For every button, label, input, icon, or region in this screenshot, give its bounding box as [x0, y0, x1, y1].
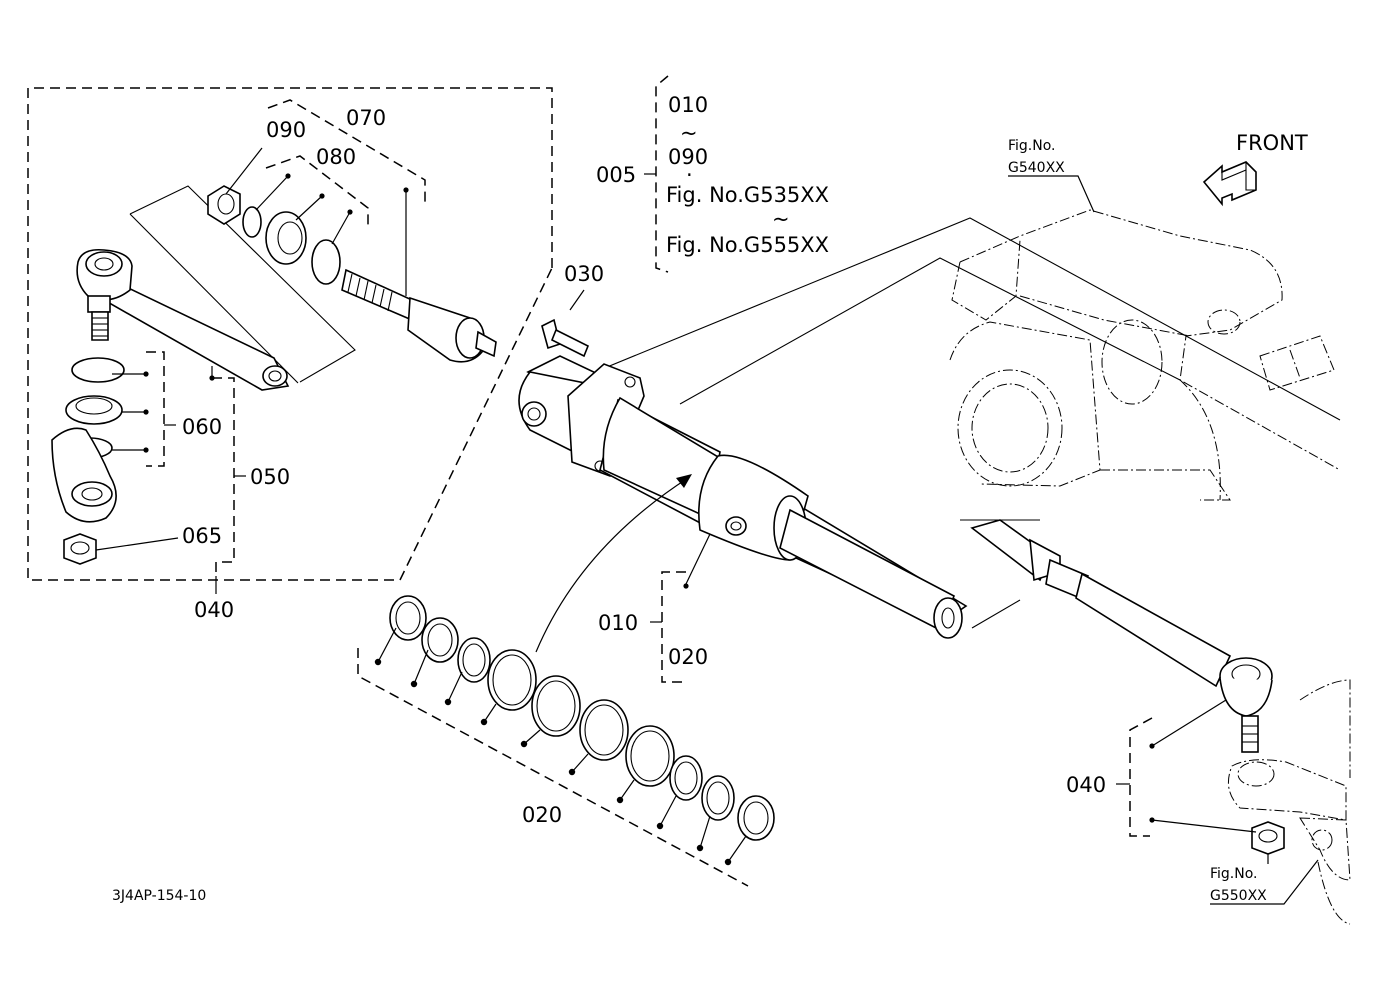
label-005: 005 — [596, 163, 636, 187]
snap-ring-060 — [71, 357, 125, 383]
inner-tie-rod-070 — [341, 268, 497, 363]
label-090-range: 090 — [668, 145, 708, 169]
seal-kit-020 — [389, 595, 775, 841]
axle-housing-ref — [949, 209, 1341, 501]
nut-040-right — [1251, 821, 1285, 855]
front-arrow-icon — [1202, 161, 1257, 207]
tilde-1: ~ — [680, 121, 698, 145]
snap-ring-b — [311, 239, 341, 285]
label-010-range: 010 — [668, 93, 708, 117]
label-070: 070 — [346, 106, 386, 130]
snap-ring-a — [242, 206, 262, 238]
label-fig-g540-line2: G540XX — [1008, 160, 1065, 176]
steering-arm-ref — [1227, 679, 1351, 925]
label-fig-g540-line1: Fig.No. — [1008, 138, 1056, 154]
label-020-right: 020 — [668, 645, 708, 669]
drawing-id: 3J4AP-154-10 — [112, 888, 206, 904]
label-065: 065 — [182, 524, 222, 548]
bracket-080 — [265, 155, 369, 228]
bolt-030 — [541, 318, 590, 358]
label-fig-g550-line1: Fig.No. — [1210, 866, 1258, 882]
label-040-right: 040 — [1066, 773, 1106, 797]
seal-080 — [265, 211, 307, 265]
label-060: 060 — [182, 415, 222, 439]
tilde-2: ~ — [772, 207, 790, 231]
nut-065 — [63, 533, 97, 565]
label-010: 010 — [598, 611, 638, 635]
label-040-left: 040 — [194, 598, 234, 622]
label-020-bottom: 020 — [522, 803, 562, 827]
label-front: FRONT — [1236, 131, 1308, 155]
label-090: 090 — [266, 118, 306, 142]
label-fig-g550-line2: G550XX — [1210, 888, 1267, 904]
seal-060 — [65, 395, 123, 425]
tie-rod-left — [76, 248, 290, 391]
bracket-070 — [267, 99, 426, 205]
cylinder-010 — [518, 355, 968, 639]
assembly-040-box — [27, 87, 553, 581]
label-030: 030 — [564, 262, 604, 286]
nut-090 — [207, 185, 241, 225]
label-080: 080 — [316, 145, 356, 169]
label-050: 050 — [250, 465, 290, 489]
label-fig-g535: Fig. No.G535XX — [666, 183, 829, 207]
label-fig-g555: Fig. No.G555XX — [666, 233, 829, 257]
tie-rod-right — [970, 519, 1273, 753]
bullet-sep: · — [686, 163, 693, 187]
